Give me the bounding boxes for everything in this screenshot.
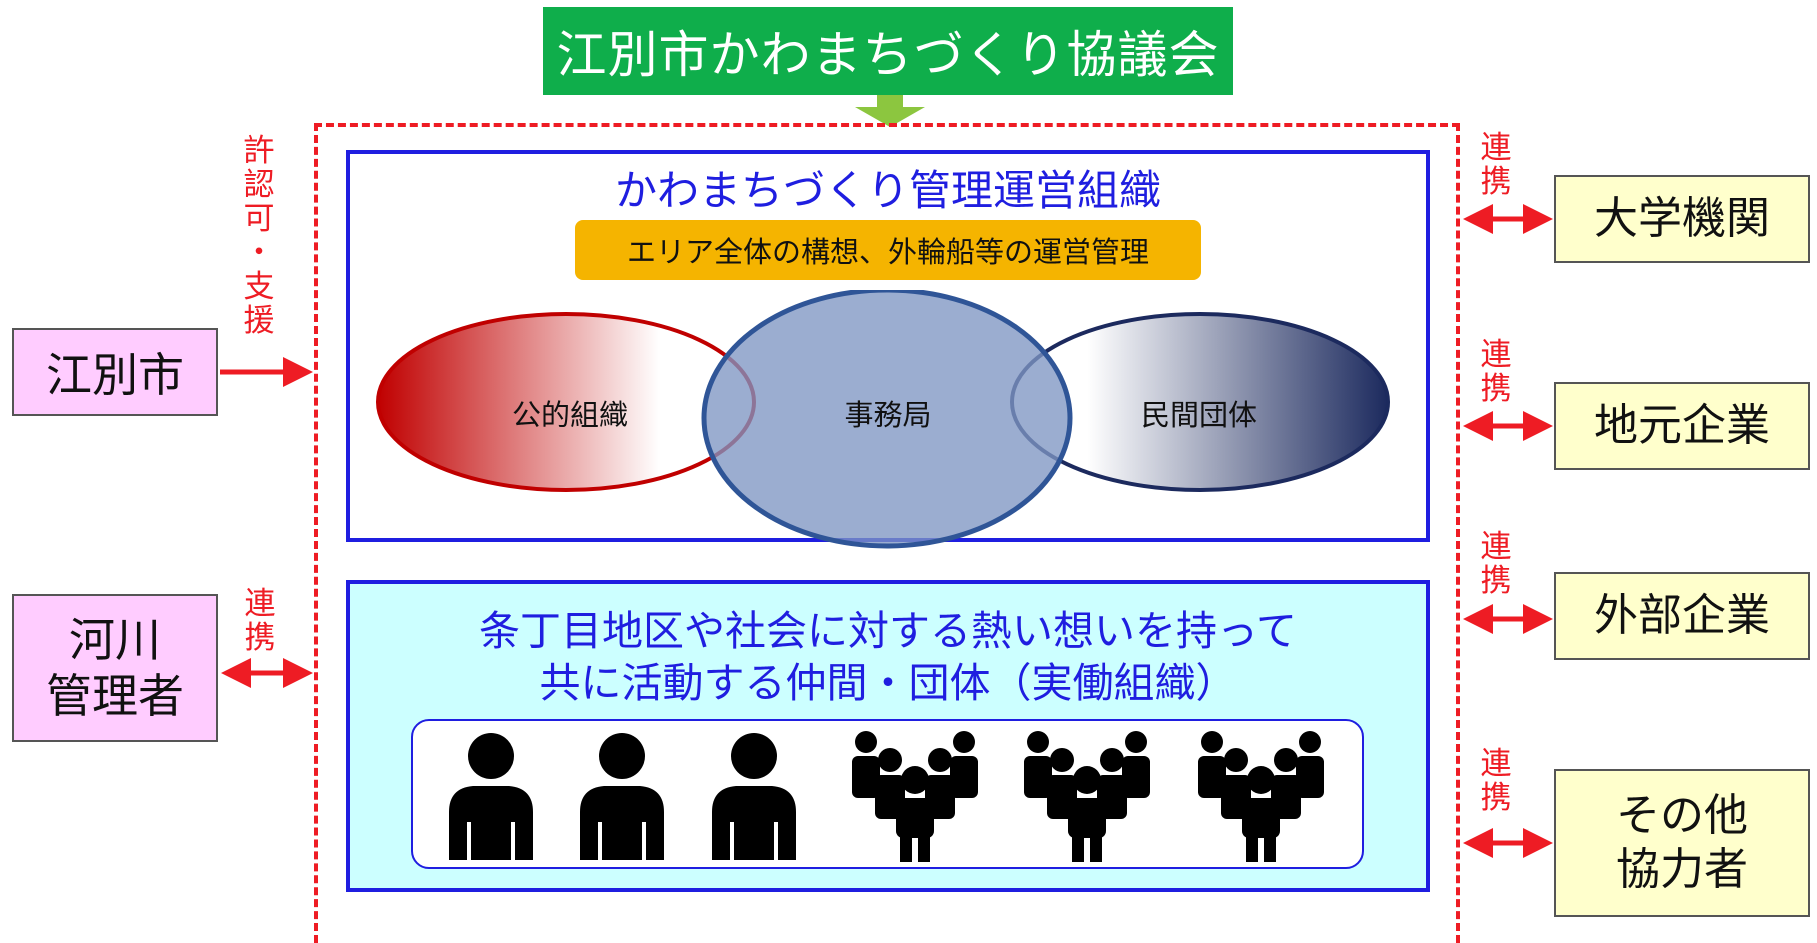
local-business-box: 地元企業: [1554, 382, 1810, 470]
person-icon: [712, 733, 796, 860]
river-manager-line1: 河川: [69, 613, 161, 667]
external-business-box: 外部企業: [1554, 572, 1810, 660]
members-title-line1: 条丁目地区や社会に対する熱い想いを持って: [479, 607, 1297, 655]
group-icon: [1198, 731, 1324, 862]
river-collaboration-label: 連 携: [244, 586, 276, 656]
university-collaboration-label: 連携: [1480, 130, 1512, 200]
person-icon: [580, 733, 664, 860]
local-business-collaboration-label: 連携: [1480, 337, 1512, 407]
other-collaborators-box: その他 協力者: [1554, 769, 1810, 917]
down-arrow-icon: [855, 95, 925, 127]
group-icon: [1024, 731, 1150, 862]
venn-label-secretariat: 事務局: [844, 398, 932, 432]
management-role-badge: エリア全体の構想、外輪船等の運営管理: [575, 220, 1201, 280]
venn-label-public: 公的組織: [511, 398, 628, 432]
council-scope-frame: [314, 123, 1460, 943]
members-title-line2: 共に活動する仲間・団体（実働組織）: [539, 659, 1237, 707]
permission-support-label: 許 認 可 ・ 支 援: [243, 133, 275, 339]
group-icon: [852, 731, 978, 862]
other-collaboration-label: 連携: [1480, 746, 1512, 816]
person-icon: [449, 733, 533, 860]
council-title: 江別市かわまちづくり協議会: [543, 7, 1233, 95]
management-title: かわまちづくり管理運営組織: [614, 166, 1161, 215]
secretariat-ellipse: [701, 290, 1073, 549]
river-manager-line2: 管理者: [46, 669, 184, 723]
river-manager-box: 河川 管理者: [12, 594, 218, 742]
university-box: 大学機関: [1554, 175, 1810, 263]
members-title: 条丁目地区や社会に対する熱い想いを持って 共に活動する仲間・団体（実働組織）: [346, 605, 1430, 709]
ebetsu-city-box: 江別市: [12, 328, 218, 416]
venn-diagram: [376, 290, 1390, 549]
external-business-collaboration-label: 連携: [1480, 529, 1512, 599]
venn-label-private: 民間団体: [1140, 398, 1257, 432]
